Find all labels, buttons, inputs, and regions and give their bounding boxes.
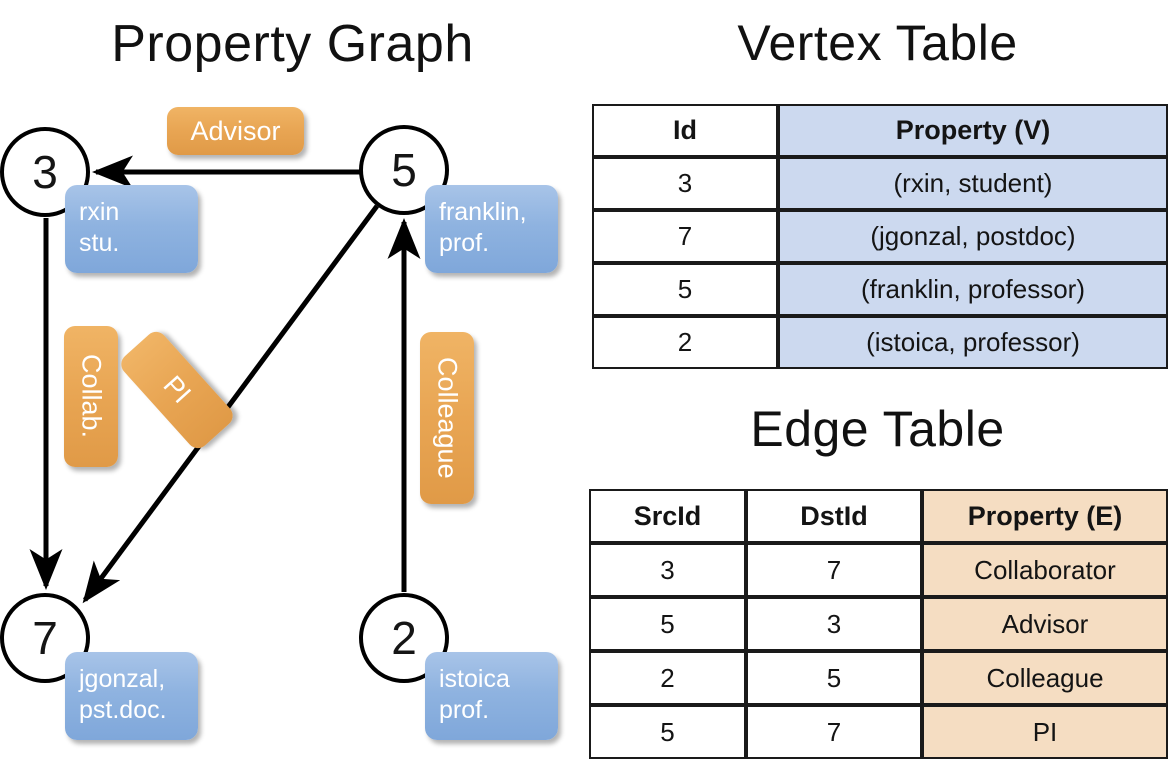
vertex-property-jgonzal-line1: jgonzal, xyxy=(79,665,166,693)
edge-table-header-dstid: DstId xyxy=(746,489,922,543)
edge-table: SrcId DstId Property (E) 3 7 Collaborato… xyxy=(589,489,1168,759)
vertex-cell-id: 7 xyxy=(592,210,778,263)
edge-label-box-advisor[interactable]: Advisor xyxy=(167,107,304,155)
vertex-property-box-rxin[interactable]: rxin stu. xyxy=(65,185,198,273)
table-row[interactable]: 3 (rxin, student) xyxy=(592,157,1168,210)
graph-node-5[interactable]: 5 xyxy=(359,125,449,215)
table-row[interactable]: 2 (istoica, professor) xyxy=(592,316,1168,369)
vertex-property-rxin-line1: rxin xyxy=(79,198,120,226)
edge-cell-property: Collaborator xyxy=(922,543,1168,597)
edge-table-header-property: Property (E) xyxy=(922,489,1168,543)
vertex-table-header-row: Id Property (V) xyxy=(592,104,1168,157)
vertex-cell-property: (franklin, professor) xyxy=(778,263,1168,316)
vertex-property-istoica-line1: istoica xyxy=(439,665,510,693)
edge-label-advisor: Advisor xyxy=(190,115,281,146)
edge-cell-srcid: 5 xyxy=(589,597,746,651)
table-row[interactable]: 2 5 Colleague xyxy=(589,651,1168,705)
graph-node-3-label: 3 xyxy=(32,146,58,198)
graph-node-2[interactable]: 2 xyxy=(359,593,449,683)
edge-cell-dstid: 3 xyxy=(746,597,922,651)
vertex-property-box-franklin[interactable]: franklin, prof. xyxy=(425,185,558,273)
table-row[interactable]: 7 (jgonzal, postdoc) xyxy=(592,210,1168,263)
vertex-property-box-jgonzal[interactable]: jgonzal, pst.doc. xyxy=(65,652,198,740)
edge-table-header-srcid: SrcId xyxy=(589,489,746,543)
vertex-cell-id: 2 xyxy=(592,316,778,369)
edge-label-colleague: Colleague xyxy=(432,357,463,479)
graph-node-5-label: 5 xyxy=(391,144,417,196)
edge-cell-srcid: 5 xyxy=(589,705,746,759)
graph-node-2-label: 2 xyxy=(391,612,417,664)
page-title-edge-table: Edge Table xyxy=(750,401,1005,457)
graph-node-7-label: 7 xyxy=(32,612,58,664)
vertex-property-istoica-line2: prof. xyxy=(439,696,490,725)
vertex-property-box-istoica[interactable]: istoica prof. xyxy=(425,652,558,740)
edge-table-header-row: SrcId DstId Property (E) xyxy=(589,489,1168,543)
edge-label-collab: Collab. xyxy=(76,354,107,439)
vertex-cell-property: (istoica, professor) xyxy=(778,316,1168,369)
edge-cell-dstid: 7 xyxy=(746,705,922,759)
edge-cell-property: PI xyxy=(922,705,1168,759)
vertex-cell-property: (jgonzal, postdoc) xyxy=(778,210,1168,263)
edge-cell-property: Advisor xyxy=(922,597,1168,651)
vertex-cell-property: (rxin, student) xyxy=(778,157,1168,210)
vertex-table-header-property: Property (V) xyxy=(778,104,1168,157)
edge-cell-srcid: 2 xyxy=(589,651,746,705)
edge-cell-dstid: 5 xyxy=(746,651,922,705)
table-row[interactable]: 5 7 PI xyxy=(589,705,1168,759)
edge-cell-dstid: 7 xyxy=(746,543,922,597)
vertex-property-franklin-line1: franklin, xyxy=(439,198,527,226)
vertex-property-rxin-line2: stu. xyxy=(79,229,120,258)
edge-label-box-colleague[interactable]: Colleague xyxy=(420,332,474,504)
vertex-table-header-id: Id xyxy=(592,104,778,157)
edge-cell-property: Colleague xyxy=(922,651,1168,705)
vertex-property-jgonzal-line2: pst.doc. xyxy=(79,696,167,725)
vertex-table: Id Property (V) 3 (rxin, student) 7 (jgo… xyxy=(592,104,1168,369)
table-row[interactable]: 5 (franklin, professor) xyxy=(592,263,1168,316)
graph-edge-lines xyxy=(29,155,421,604)
table-row[interactable]: 3 7 Collaborator xyxy=(589,543,1168,597)
edge-label-box-collab[interactable]: Collab. xyxy=(64,326,118,467)
table-row[interactable]: 5 3 Advisor xyxy=(589,597,1168,651)
edge-cell-srcid: 3 xyxy=(589,543,746,597)
vertex-property-franklin-line2: prof. xyxy=(439,229,490,258)
page-title-property-graph: Property Graph xyxy=(111,15,474,73)
edge-label-pi: PI xyxy=(157,370,198,410)
vertex-cell-id: 3 xyxy=(592,157,778,210)
edge-line-pi xyxy=(82,204,380,604)
property-graph-diagram: 3 5 7 2 rxin stu. franklin, prof. jgonza… xyxy=(0,107,558,740)
page-title-vertex-table: Vertex Table xyxy=(737,15,1018,71)
vertex-cell-id: 5 xyxy=(592,263,778,316)
